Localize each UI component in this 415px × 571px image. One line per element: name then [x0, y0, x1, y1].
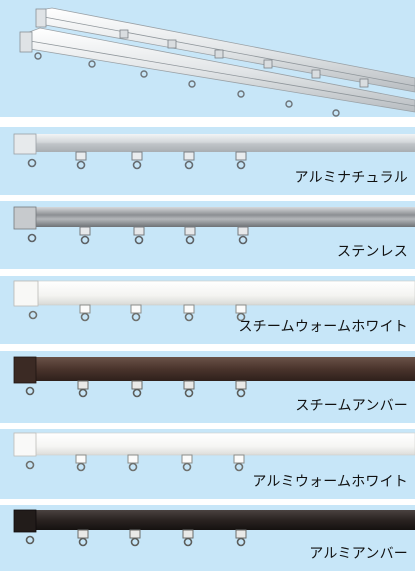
product-label: スチームアンバー — [295, 398, 408, 414]
double-rail-illustration — [19, 7, 415, 117]
rail-illustration-steam-amber — [13, 356, 415, 398]
product-panel-aluminum-natural: アルミナチュラル — [0, 127, 415, 195]
product-label: スチームウォームホワイト — [238, 319, 408, 335]
rail-illustration-aluminum-natural — [13, 133, 415, 170]
double-rail-photo-panel — [0, 0, 415, 117]
product-label: アルミナチュラル — [294, 170, 408, 186]
product-panel-steam-warm-white: スチームウォームホワイト — [0, 276, 415, 344]
product-panel-aluminum-amber: アルミアンバー — [0, 505, 415, 571]
product-label: アルミウォームホワイト — [252, 474, 408, 490]
product-label: ステンレス — [337, 244, 408, 260]
product-panel-stainless: ステンレス — [0, 201, 415, 269]
product-panel-steam-amber: スチームアンバー — [0, 351, 415, 423]
rail-illustration-aluminum-amber — [13, 509, 415, 547]
rail-illustration-steam-warm-white — [13, 280, 415, 322]
rail-illustration-stainless — [13, 206, 415, 245]
rail-illustration-aluminum-warm-white — [13, 432, 415, 472]
product-label: アルミアンバー — [309, 546, 408, 562]
product-panel-aluminum-warm-white: アルミウォームホワイト — [0, 429, 415, 499]
